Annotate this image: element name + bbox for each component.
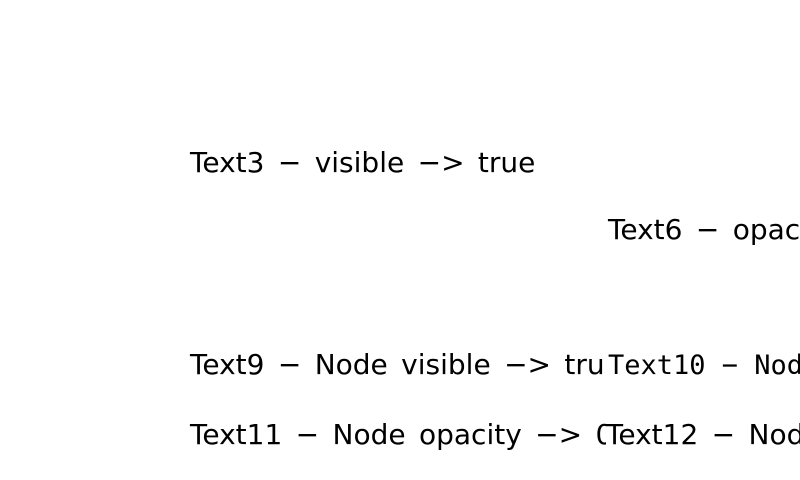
text3-label: Text3 − visible −> true [190, 146, 536, 179]
text10-label: Text10 − Nod [603, 352, 800, 379]
text12-label: Text12 − Nod [606, 421, 800, 449]
text11-label: Text11 − Node opacity −> 0 [190, 418, 614, 451]
text9-label: Text9 − Node visible −> true [190, 348, 622, 381]
text6-label: Text6 − opac [608, 213, 800, 246]
